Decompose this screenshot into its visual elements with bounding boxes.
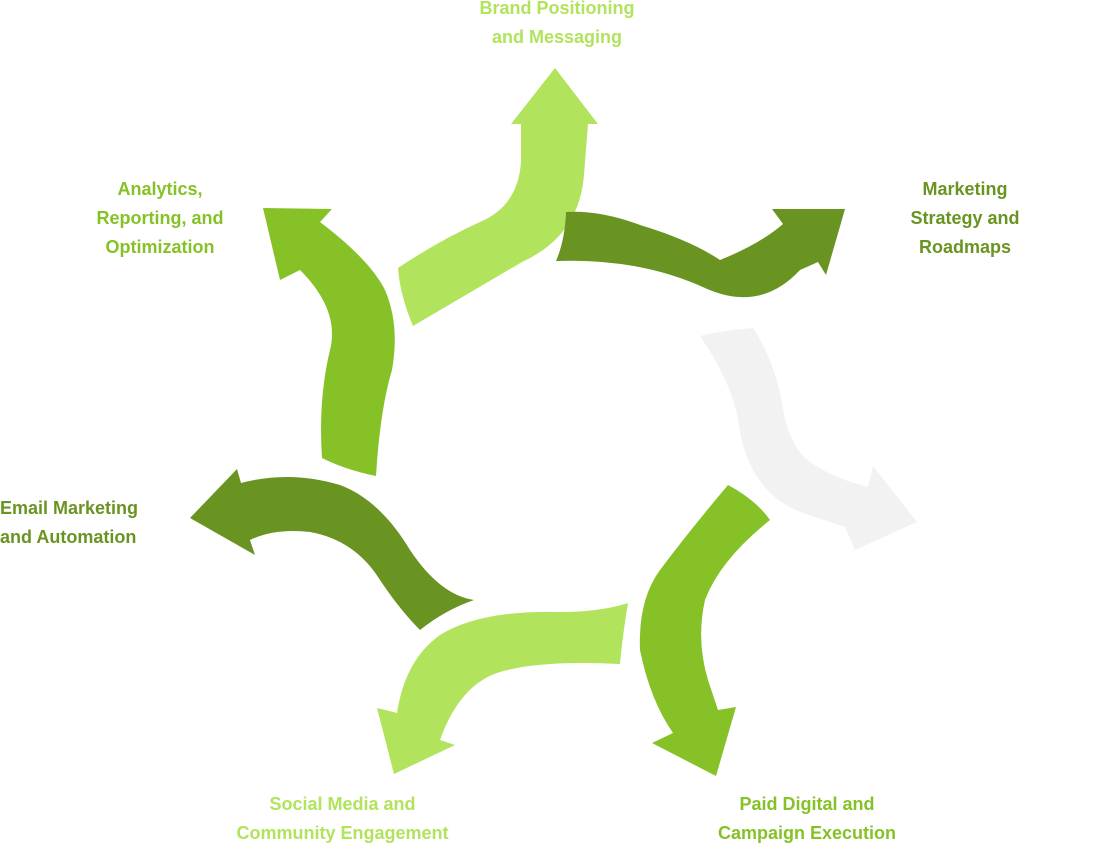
label-analytics: Analytics, Reporting, and Optimization — [96, 179, 224, 257]
arrow-brand-positioning — [398, 68, 598, 326]
label-social-media: Social Media and Community Engagement — [236, 794, 449, 843]
label-email-marketing: Email Marketing and Automation — [0, 498, 139, 547]
label-website-strategy: Website Strategy and Content — [949, 499, 1095, 548]
arrow-website-strategy — [700, 328, 917, 550]
label-paid-digital: Paid Digital and Campaign Execution — [717, 794, 897, 843]
arrow-marketing-strategy — [556, 209, 845, 298]
label-marketing-strategy: Marketing Strategy and Roadmaps — [910, 179, 1020, 257]
arrow-paid-digital — [639, 485, 770, 776]
arrow-analytics — [263, 208, 395, 476]
arrow-social-media — [377, 603, 628, 774]
arrow-email-marketing — [190, 469, 474, 630]
label-brand-positioning: Brand Positioning and Messaging — [479, 0, 635, 47]
